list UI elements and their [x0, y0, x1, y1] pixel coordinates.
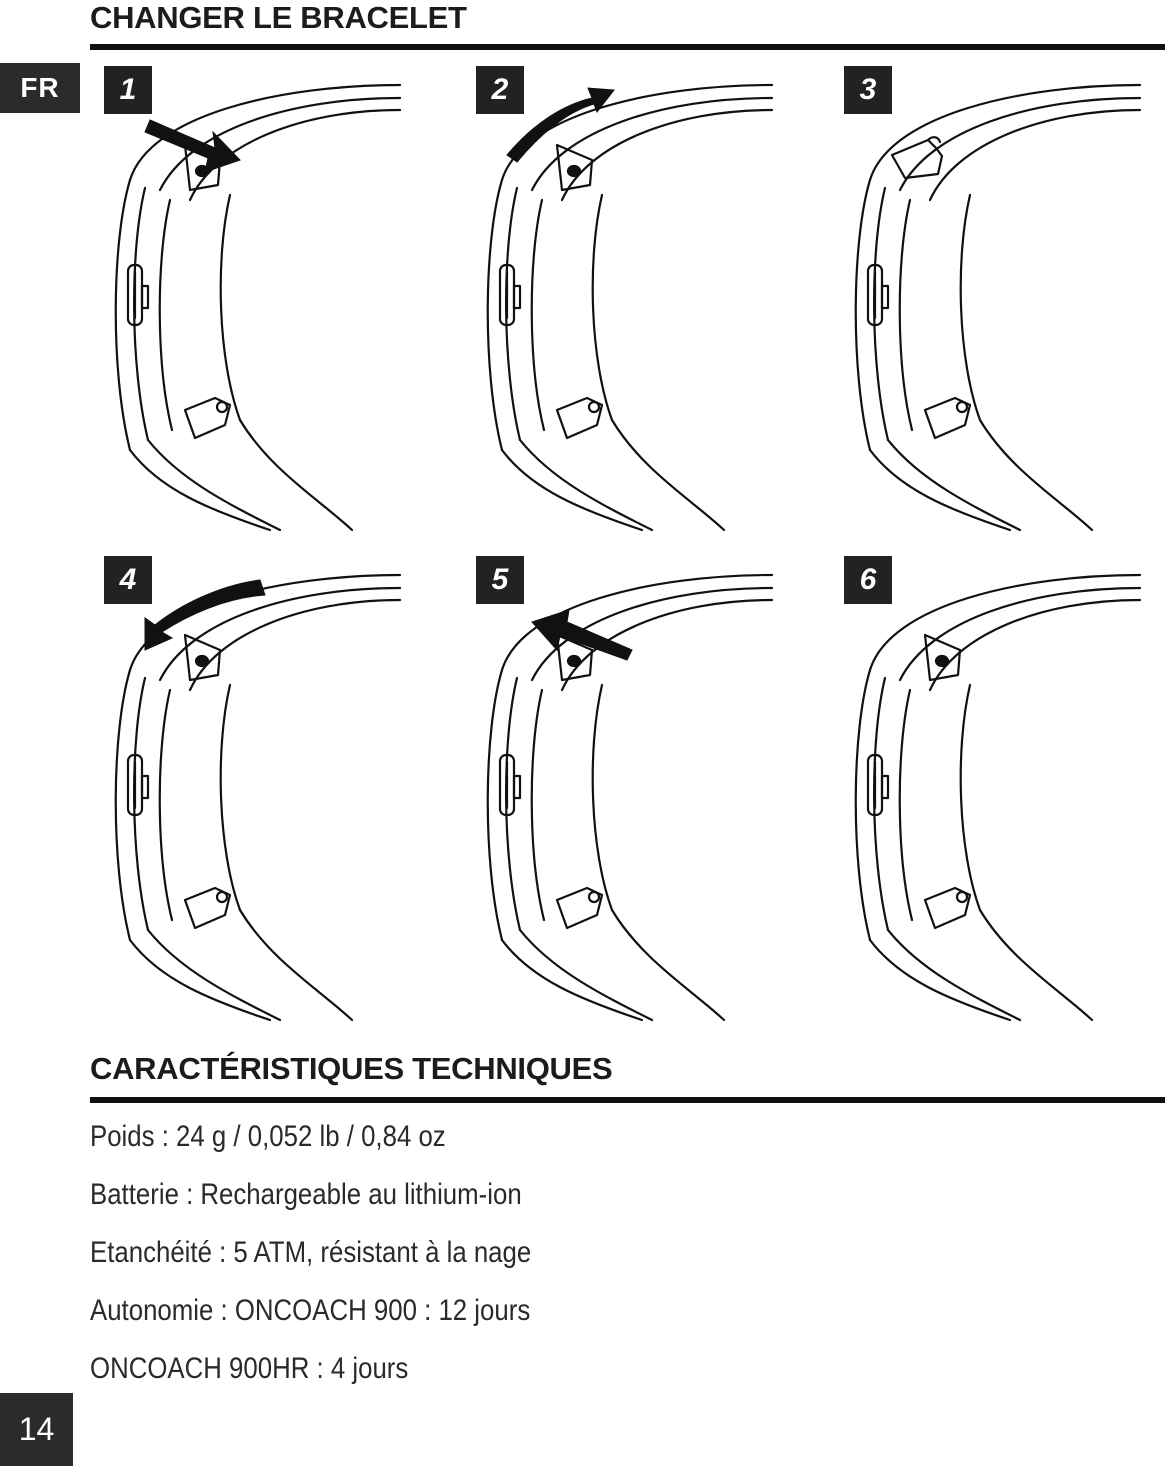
- wristband-drawing: [114, 83, 402, 532]
- direction-arrow-icon: [506, 87, 615, 163]
- wristband-drawing: [486, 83, 774, 532]
- section-title-specs: CARACTÉRISTIQUES TECHNIQUES: [90, 1051, 613, 1086]
- step-number-badge: 1: [104, 66, 152, 114]
- section-divider: [90, 44, 1165, 50]
- step-2-illustration: 2: [462, 60, 832, 532]
- step-4-illustration: 4: [90, 550, 460, 1022]
- spec-waterproof: Etanchéité : 5 ATM, résistant à la nage: [90, 1236, 532, 1269]
- section-divider: [90, 1097, 1165, 1103]
- step-6-illustration: 6: [830, 550, 1165, 1022]
- step-number-badge: 5: [476, 556, 524, 604]
- wristband-drawing: [114, 573, 402, 1022]
- step-5-illustration: 5: [462, 550, 832, 1022]
- spec-autonomy-900: Autonomie : ONCOACH 900 : 12 jours: [90, 1294, 531, 1327]
- direction-arrow-icon: [144, 119, 241, 173]
- step-number-badge: 4: [104, 556, 152, 604]
- direction-arrow-icon: [531, 609, 633, 661]
- step-number-badge: 2: [476, 66, 524, 114]
- step-number-badge: 6: [844, 556, 892, 604]
- section-title-change-band: CHANGER LE BRACELET: [90, 0, 467, 35]
- step-3-illustration: 3: [830, 60, 1165, 532]
- wristband-drawing: [486, 573, 774, 1022]
- language-tab: FR: [0, 63, 80, 113]
- spec-battery: Batterie : Rechargeable au lithium-ion: [90, 1178, 522, 1211]
- step-number-badge: 3: [844, 66, 892, 114]
- direction-arrow-icon: [144, 579, 266, 651]
- spec-autonomy-900hr: ONCOACH 900HR : 4 jours: [90, 1352, 409, 1385]
- spec-weight: Poids : 24 g / 0,052 lb / 0,84 oz: [90, 1120, 446, 1153]
- specs-list: Poids : 24 g / 0,052 lb / 0,84 oz Batter…: [90, 1118, 603, 1408]
- step-1-illustration: 1: [90, 60, 460, 532]
- page-number: 14: [0, 1393, 73, 1466]
- wristband-drawing: [854, 83, 1142, 532]
- wristband-drawing: [854, 573, 1142, 1022]
